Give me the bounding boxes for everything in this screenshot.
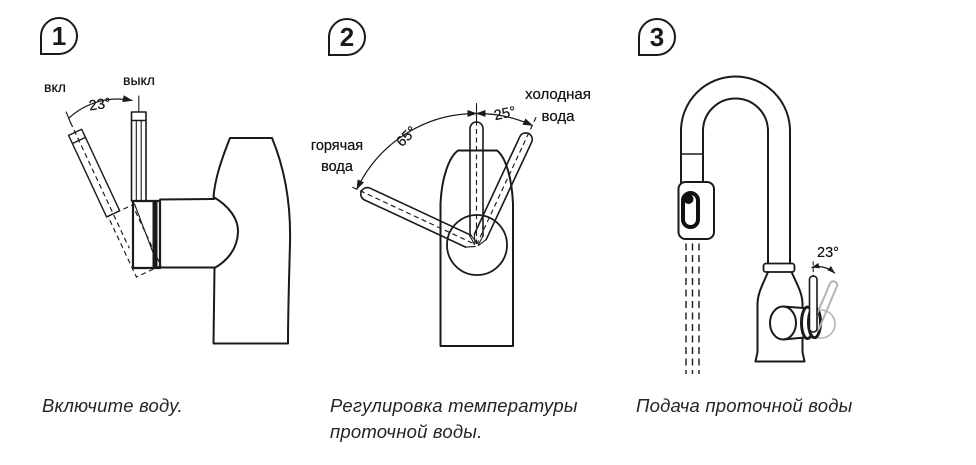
water-flow-dashes <box>685 243 700 374</box>
handle-hub-block <box>131 199 162 270</box>
label-on: вкл <box>44 79 66 95</box>
lever-middle <box>469 112 484 246</box>
angle-arc-65 <box>356 109 478 190</box>
gooseneck-outer <box>680 75 791 264</box>
faucet-body-outline <box>212 137 292 345</box>
faucet-body-outline <box>439 149 514 347</box>
gooseneck-inner <box>702 97 769 264</box>
hub-dark-band <box>152 201 158 268</box>
caption-step-1: Включите воду. <box>42 395 183 416</box>
step-number-badge: 2 <box>328 18 366 56</box>
faucet-top-view-drawing <box>352 102 537 347</box>
kitchen-faucet-drawing <box>677 75 839 374</box>
spray-button-dot <box>683 194 694 204</box>
angle-arc-23 <box>811 262 836 274</box>
handle-lever <box>808 275 818 333</box>
label-off: выкл <box>123 72 155 88</box>
spray-toggle-button <box>681 191 700 229</box>
angle-label-23: 23° <box>817 245 839 261</box>
label-cold-water: холодная вода <box>525 86 591 125</box>
step-number-badge: 1 <box>40 17 78 55</box>
lever-hot <box>352 186 478 248</box>
angle-arc-23 <box>68 95 133 119</box>
caption-step-2: Регулировка температуры проточной воды. <box>330 395 578 442</box>
hub-rotated-dashed <box>107 204 162 278</box>
lever-off-inner-lines <box>135 120 142 201</box>
lever-cold <box>473 116 537 246</box>
faucet-side-view-drawing <box>65 95 292 345</box>
angle-arc-25 <box>475 109 534 127</box>
lever-on-centerline <box>69 122 130 249</box>
step-number-badge: 3 <box>638 18 676 56</box>
neck-collar <box>762 262 796 273</box>
handle-hub-cap <box>769 305 797 341</box>
spout-lines <box>159 198 216 269</box>
hub-diagonal-line <box>133 203 158 264</box>
lever-off-position <box>130 111 147 202</box>
label-hot-water: горячая вода <box>310 138 364 176</box>
caption-step-3: Подача проточной воды <box>636 395 853 416</box>
faucet-body-outline <box>754 271 806 363</box>
